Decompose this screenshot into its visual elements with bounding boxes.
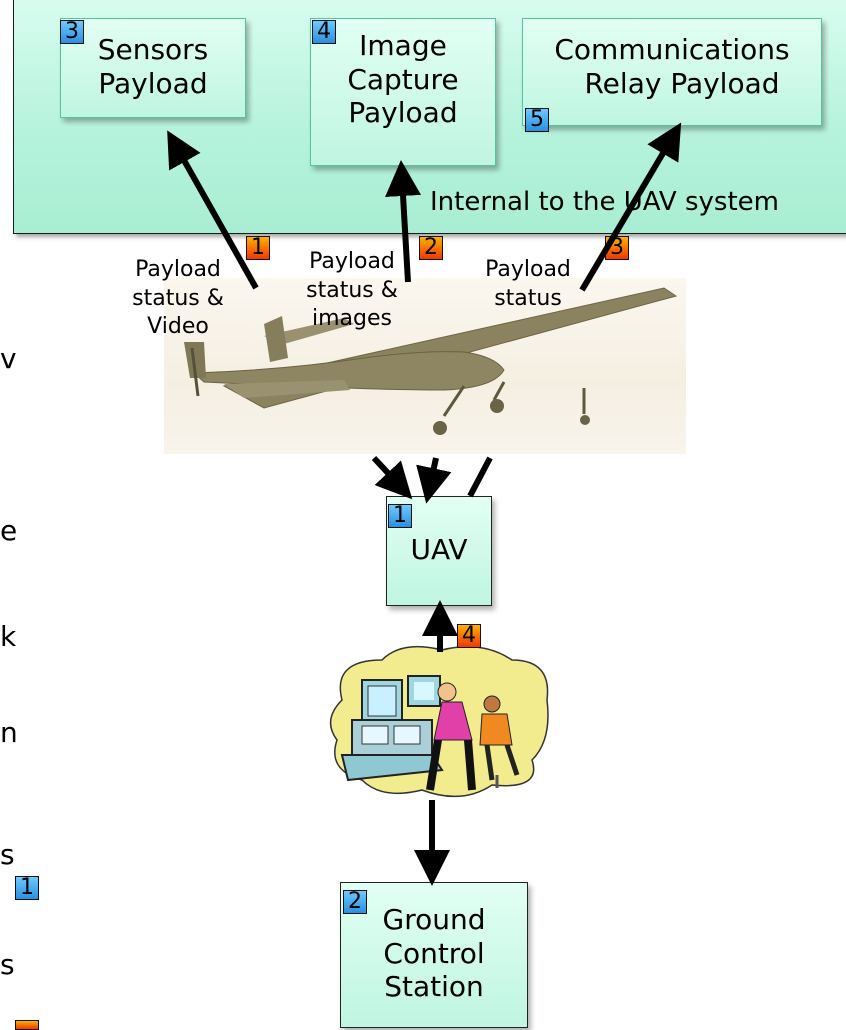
comms-relay-payload-box: Communications Relay Payload: [522, 18, 822, 126]
arrow-sensors: [167, 130, 259, 290]
image-capture-payload-box: Image Capture Payload: [310, 18, 496, 166]
image-badge: 4: [312, 20, 336, 44]
flow2-badge: 2: [419, 236, 443, 260]
uav-aircraft-image: [164, 278, 686, 454]
image-line2: Capture: [347, 62, 459, 96]
image-line1: Image: [359, 29, 447, 62]
operators-drawing: [329, 645, 549, 798]
flow3-line2: status: [494, 285, 562, 311]
flow1-label: Payload status & Video: [118, 256, 238, 342]
ground-control-station-box: Ground Control Station: [340, 882, 528, 1028]
left-fragment-1: v: [0, 342, 17, 375]
arrow-image: [385, 160, 422, 283]
flow2-label: Payload status & images: [292, 248, 412, 334]
arrow-uav-2: [416, 457, 452, 504]
legend-blue-badge: 1: [15, 876, 39, 900]
sensors-line2: Payload: [98, 66, 208, 100]
left-fragment-4: n: [0, 716, 18, 749]
flow2-line2: status &: [306, 277, 398, 303]
left-fragment-2: e: [0, 514, 18, 547]
flow2-line3: images: [312, 306, 392, 332]
ground-control-clipart: [322, 640, 552, 800]
gcs-line2: Control: [383, 936, 485, 970]
sensors-payload-box: Sensors Payload: [60, 18, 246, 118]
legend-red-badge: [15, 1020, 39, 1030]
comms-badge: 5: [525, 108, 549, 132]
left-fragment-3: k: [0, 620, 17, 653]
flow1-line3: Video: [147, 314, 209, 340]
gcs-line1: Ground: [382, 903, 486, 936]
flow3-line1: Payload: [485, 257, 571, 282]
flow2-line1: Payload: [309, 249, 395, 274]
uav-badge: 1: [388, 504, 412, 528]
flow1-line2: status &: [132, 285, 224, 311]
flow1-badge: 1: [246, 236, 270, 260]
container-label: Internal to the UAV system: [430, 187, 779, 217]
flow3-label: Payload status: [478, 256, 578, 313]
left-fragment-6: s: [0, 948, 15, 981]
aircraft-drawing: [184, 287, 678, 435]
left-fragment-5: s: [0, 838, 15, 871]
comms-line2: Relay Payload: [584, 66, 780, 100]
arrow-comms: [579, 122, 682, 292]
sensors-line1: Sensors: [97, 33, 209, 66]
arrow-uav-1: [371, 455, 413, 500]
sensors-badge: 3: [60, 20, 84, 44]
flow1-line1: Payload: [135, 257, 221, 282]
uav-label: UAV: [410, 533, 468, 566]
comms-line1: Communications: [554, 33, 790, 66]
gcs-line3: Station: [384, 970, 484, 1004]
gcs-badge: 2: [343, 890, 367, 914]
flow4-badge: 4: [457, 624, 481, 648]
arrow-uav-3: [467, 456, 493, 498]
image-line3: Payload: [348, 96, 458, 130]
